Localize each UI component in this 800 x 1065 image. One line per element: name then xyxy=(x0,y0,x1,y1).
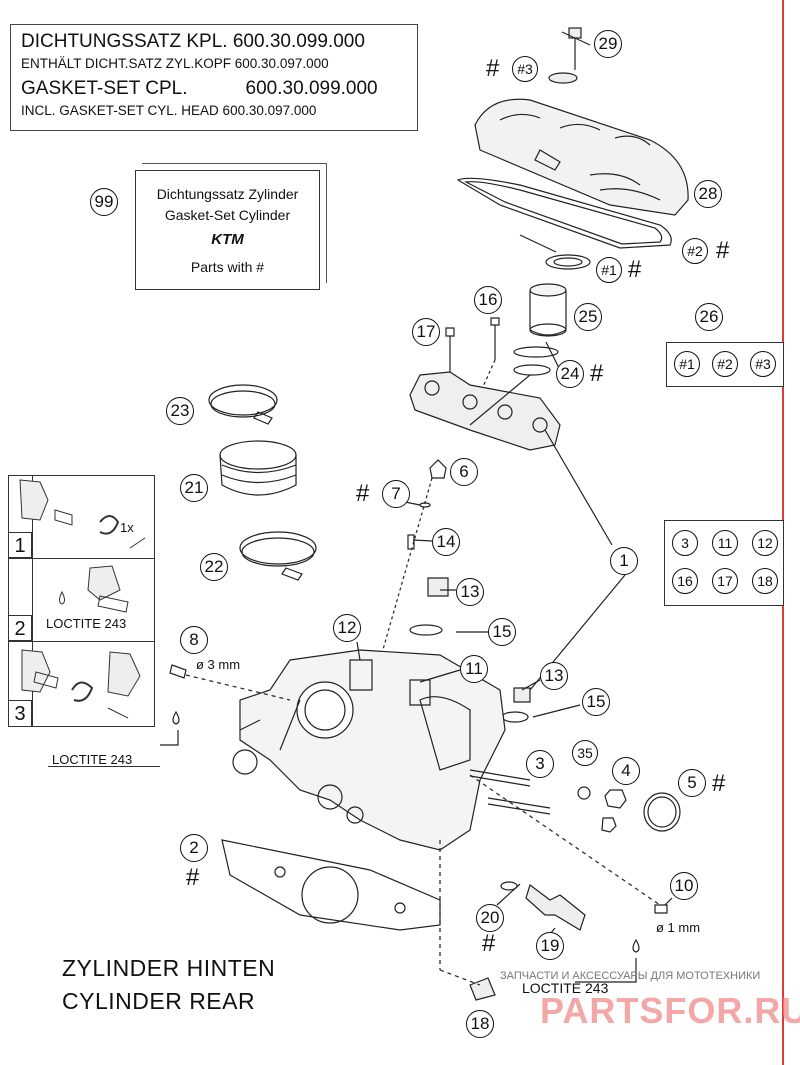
callout-16: 16 xyxy=(474,286,502,314)
step-2-number: 2 xyxy=(8,615,32,641)
callout-13-upper: 13 xyxy=(456,578,484,606)
callout-1-hash: #1 xyxy=(596,257,622,283)
callout-13-right: 13 xyxy=(540,662,568,690)
group-26-item-2: #2 xyxy=(712,351,738,377)
step-2-loctite-label: LOCTITE 243 xyxy=(46,616,127,631)
callout-12: 12 xyxy=(333,614,361,642)
ktm-logo: KTM xyxy=(211,231,244,248)
group-1-item-3: 3 xyxy=(672,530,698,556)
callout-26: 26 xyxy=(695,303,723,331)
hash-mark: # xyxy=(186,864,200,891)
hash-mark: # xyxy=(590,360,604,387)
watermark-caption: ЗАПЧАСТИ И АКСЕССУАРЫ ДЛЯ МОТОТЕХНИКИ xyxy=(500,970,761,982)
group-1-item-12: 12 xyxy=(752,530,778,556)
callout-20: 20 xyxy=(476,904,504,932)
callout-17: 17 xyxy=(412,318,440,346)
hash-mark: # xyxy=(712,770,726,797)
callout-11: 11 xyxy=(460,655,488,683)
group-1-item-16: 16 xyxy=(672,568,698,594)
loctite-underline xyxy=(48,766,160,767)
step-divider xyxy=(8,558,155,559)
callout-7: 7 xyxy=(382,480,410,508)
kit-line-1: Dichtungssatz Zylinder xyxy=(156,186,299,202)
loctite-left-label: LOCTITE 243 xyxy=(52,752,133,767)
callout-1: 1 xyxy=(610,547,638,575)
callout-23: 23 xyxy=(166,397,194,425)
watermark-logo: PARTSFOR.RU xyxy=(540,990,800,1031)
callout-19: 19 xyxy=(536,932,564,960)
hash-mark: # xyxy=(716,237,730,264)
header-line-1: DICHTUNGSSATZ KPL. 600.30.099.000 xyxy=(21,31,365,52)
diagram-title-en: CYLINDER REAR xyxy=(62,988,256,1014)
callout-2-hash: #2 xyxy=(682,238,708,264)
callout-4: 4 xyxy=(612,757,640,785)
group-26-item-1: #1 xyxy=(674,351,700,377)
callout-99: 99 xyxy=(90,188,118,216)
callout-3: 3 xyxy=(526,750,554,778)
gasket-kit-box: Dichtungssatz Zylinder Gasket-Set Cylind… xyxy=(135,163,327,290)
callout-5: 5 xyxy=(678,769,706,797)
callout-21: 21 xyxy=(180,474,208,502)
hash-mark: # xyxy=(486,55,500,82)
hash-mark: # xyxy=(628,256,642,283)
callout-10: 10 xyxy=(670,872,698,900)
callout-15-right: 15 xyxy=(582,688,610,716)
callout-15-upper: 15 xyxy=(488,618,516,646)
step-3-number: 3 xyxy=(8,700,32,727)
group-1-item-18: 18 xyxy=(752,568,778,594)
diagram-title-de: ZYLINDER HINTEN xyxy=(62,955,276,981)
callout-6: 6 xyxy=(450,458,478,486)
callout-18: 18 xyxy=(466,1010,494,1038)
callout-25: 25 xyxy=(574,303,602,331)
kit-parts-with: Parts with # xyxy=(190,259,265,275)
header-line-3: GASKET-SET CPL. 600.30.099.000 xyxy=(21,78,378,99)
loctite-bottom-label: LOCTITE 243 xyxy=(522,980,609,996)
header-line-4: INCL. GASKET-SET CYL. HEAD 600.30.097.00… xyxy=(21,103,317,118)
diameter-1mm-label: ø 1 mm xyxy=(656,920,701,935)
gasket-set-header: DICHTUNGSSATZ KPL. 600.30.099.000 ENTHÄL… xyxy=(10,24,418,131)
group-1-item-17: 17 xyxy=(712,568,738,594)
callout-35: 35 xyxy=(572,740,598,766)
kit-box-depth xyxy=(142,163,327,283)
callout-29: 29 xyxy=(594,30,622,58)
header-line-2: ENTHÄLT DICHT.SATZ ZYL.KOPF 600.30.097.0… xyxy=(21,56,329,71)
callout-8: 8 xyxy=(180,626,208,654)
step-1-number: 1 xyxy=(8,532,32,558)
callout-22: 22 xyxy=(200,553,228,581)
hash-mark: # xyxy=(356,480,370,507)
group-26-item-3: #3 xyxy=(750,351,776,377)
step-divider xyxy=(8,641,155,642)
step-1-count-label: 1x xyxy=(120,520,134,535)
callout-2: 2 xyxy=(180,834,208,862)
callout-28: 28 xyxy=(694,180,722,208)
step-number-column xyxy=(32,475,33,727)
kit-line-2: Gasket-Set Cylinder xyxy=(164,207,291,223)
hash-mark: # xyxy=(482,930,496,957)
group-1-item-11: 11 xyxy=(712,530,738,556)
callout-14: 14 xyxy=(432,528,460,556)
callout-24: 24 xyxy=(556,360,584,388)
callout-3-hash: #3 xyxy=(512,56,538,82)
diameter-3mm-label: ø 3 mm xyxy=(196,657,241,672)
